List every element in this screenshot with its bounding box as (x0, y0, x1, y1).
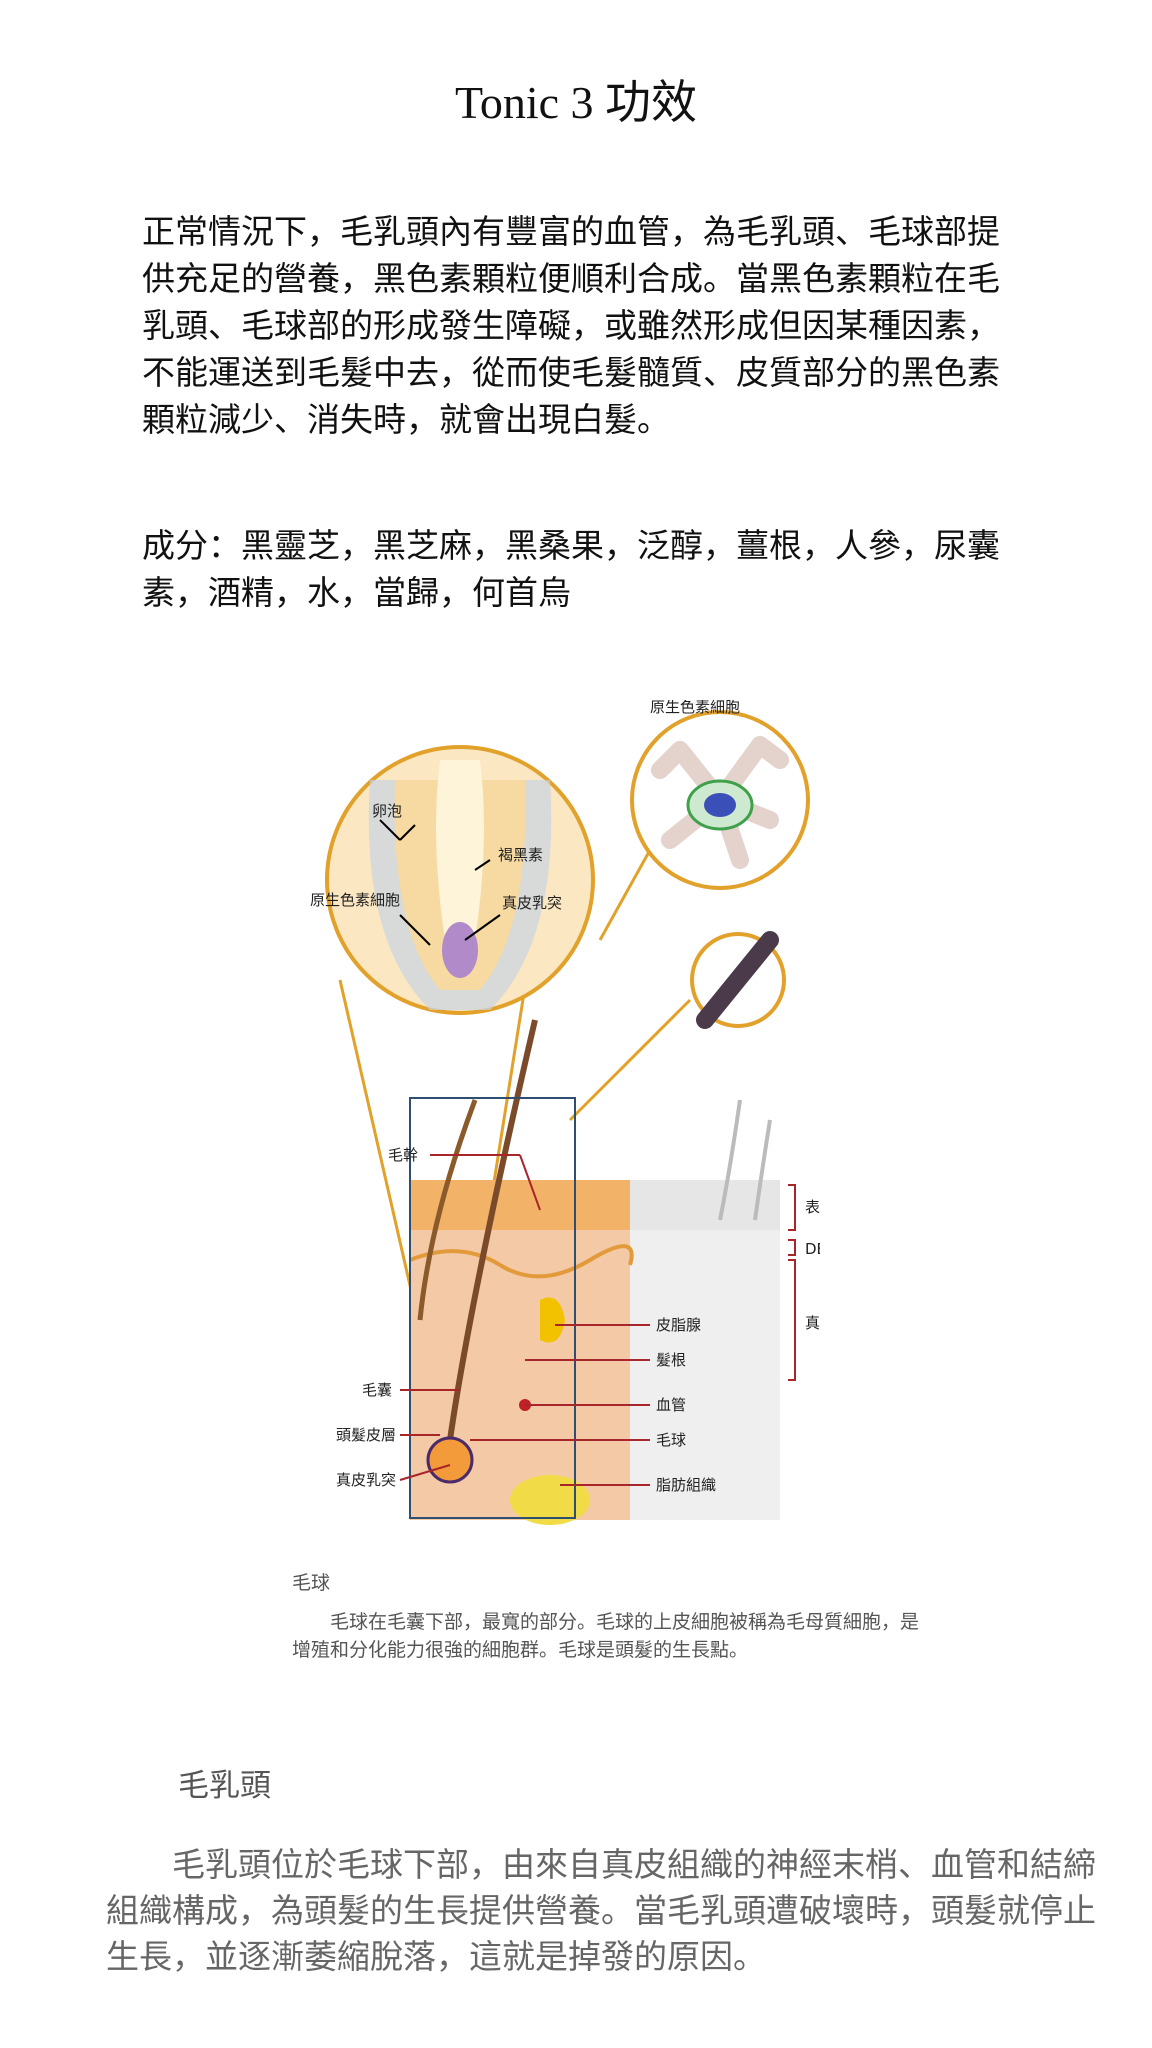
label-epidermis: 表皮層 (805, 1198, 820, 1216)
section-title: 毛乳頭 (178, 1768, 271, 1804)
label-melanocyte-mid: 原生色素細胞 (310, 891, 400, 909)
label-dermal-papilla: 真皮乳突 (336, 1471, 396, 1489)
melanocyte-callout: 原生色素細胞 (630, 700, 810, 890)
label-hair-bulb: 毛球 (656, 1431, 686, 1449)
label-melanocyte-top: 原生色素細胞 (650, 700, 740, 716)
intro-paragraph: 正常情況下，毛乳頭內有豐富的血管，為毛乳頭、毛球部提供充足的營養，黑色素顆粒便順… (142, 212, 1000, 439)
section-text: 毛乳頭位於毛球下部，由來自真皮組織的神經末梢、血管和結締組織構成，為頭髮的生長提… (106, 1845, 1096, 1976)
label-dermal-papilla-top: 真皮乳突 (502, 894, 562, 912)
label-sebaceous: 皮脂腺 (656, 1316, 701, 1334)
label-hair-shaft: 毛幹 (388, 1146, 418, 1164)
caption-title: 毛球 (292, 1572, 331, 1594)
ingredients-paragraph: 成分：黑靈芝，黑芝麻，黑桑果，泛醇，薑根，人參，尿囊素，酒精，水，當歸，何首烏 (142, 526, 1000, 612)
hair-follicle-diagram: 卵泡 褐黑素 原生色素細胞 真皮乳突 原生色素細胞 (310, 700, 820, 1525)
label-hair-root: 髮根 (656, 1351, 686, 1369)
label-hair-cortex: 頭髮皮層 (336, 1426, 396, 1444)
label-dermis: 真皮 (805, 1314, 820, 1332)
label-melanin: 褐黑素 (498, 846, 543, 864)
layer-brackets (788, 1184, 796, 1381)
label-blood-vessel: 血管 (656, 1396, 686, 1414)
callout-connector (598, 849, 652, 941)
diagram-frame (409, 1097, 576, 1519)
label-follicle: 卵泡 (372, 802, 402, 820)
fat-tissue (510, 1475, 590, 1525)
page-title: Tonic 3 功效 (454, 77, 698, 128)
leader-lines (399, 1154, 650, 1486)
sebaceous-gland (540, 1297, 565, 1343)
callout-connector (568, 998, 692, 1122)
dermal-papilla-shape (442, 922, 478, 978)
hair-bulb-ring (426, 1436, 474, 1484)
hair-closeup-callout (690, 931, 786, 1029)
label-follicle-sheath: 毛囊 (362, 1381, 392, 1399)
label-fat: 脂肪組織 (656, 1476, 716, 1494)
follicle-callout: 卵泡 褐黑素 原生色素細胞 真皮乳突 (310, 745, 595, 1015)
label-dej: DEJ (805, 1240, 820, 1258)
skin-cross-section (409, 1019, 780, 1525)
caption-text: 毛球在毛囊下部，最寬的部分。毛球的上皮細胞被稱為毛母質細胞，是增殖和分化能力很強… (292, 1611, 920, 1661)
